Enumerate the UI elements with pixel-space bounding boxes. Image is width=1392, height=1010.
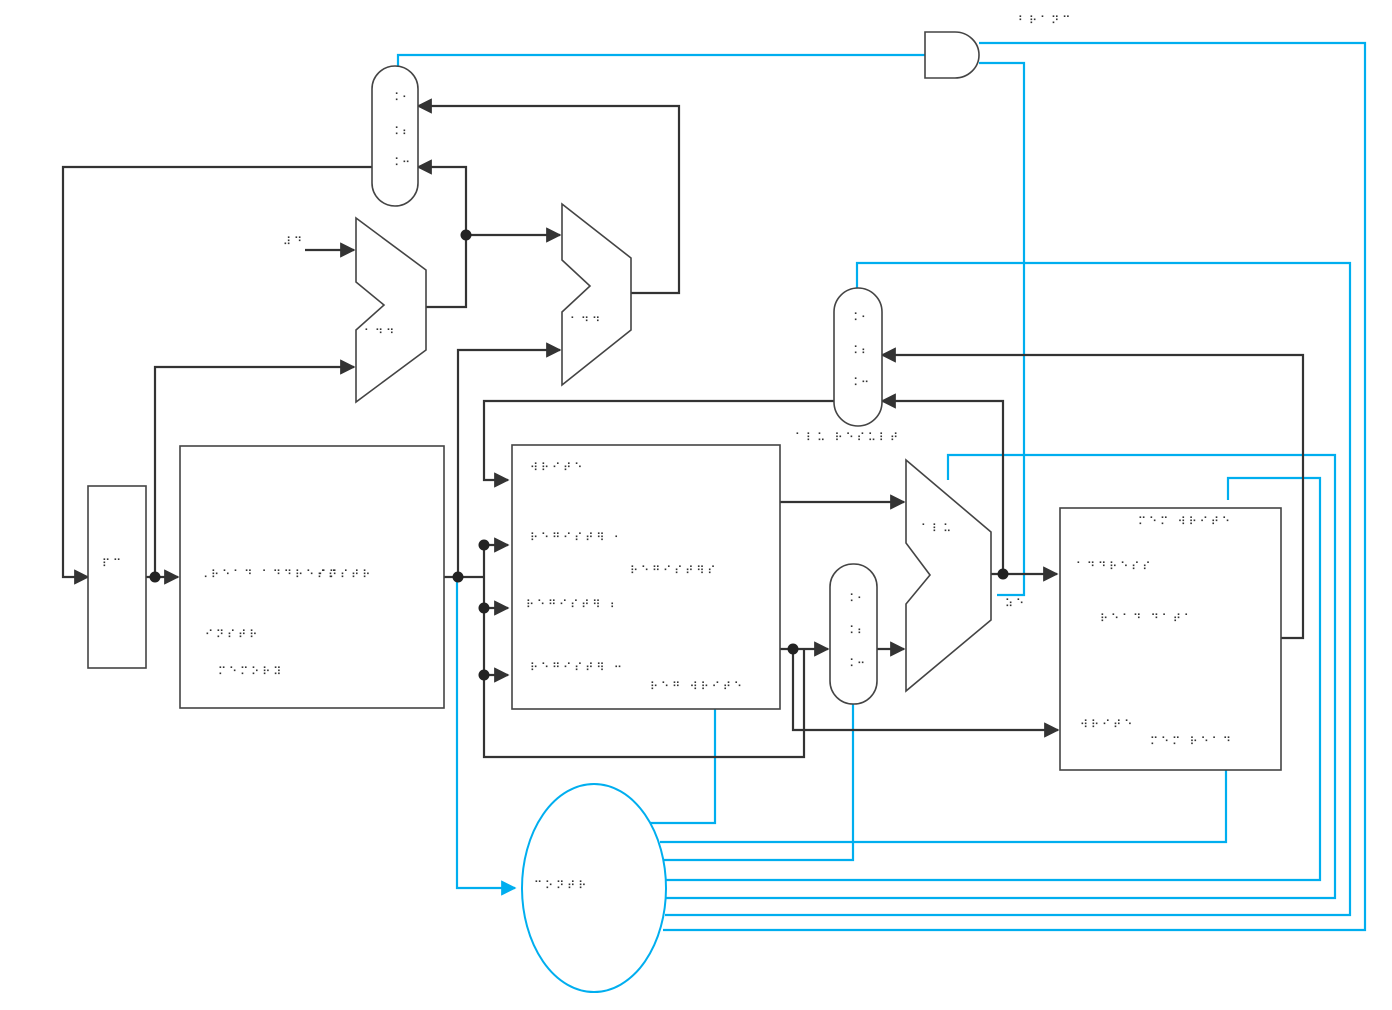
svg-text:⠨⠂: ⠨⠂: [850, 311, 872, 324]
svg-text:⠨⠂: ⠨⠂: [846, 592, 868, 605]
alu-label: ⠁⠇⠥: [921, 522, 954, 535]
control-wire-top-mux-select: [396, 53, 925, 67]
and-gate: ⠃⠗⠁⠝⠉: [924, 14, 1073, 79]
svg-text:⠗⠑⠛⠊⠎⠞⠻ ⠆: ⠗⠑⠛⠊⠎⠞⠻ ⠆: [526, 598, 621, 611]
control-wire-reg-write: [650, 709, 717, 825]
junction-dot: [452, 571, 464, 583]
junction-dot: [787, 643, 799, 655]
svg-text:⠗⠑⠛⠊⠎⠞⠻ ⠂: ⠗⠑⠛⠊⠎⠞⠻ ⠂: [530, 531, 625, 544]
svg-text:⠠⠗⠑⠁⠙ ⠁⠙⠙⠗⠑⠎⠎: ⠠⠗⠑⠁⠙ ⠁⠙⠙⠗⠑⠎⠎: [200, 568, 339, 581]
alu: ⠁⠇⠥ ⠵⠑: [905, 458, 1027, 693]
datapath-wires: [61, 98, 1305, 759]
pc-label: ⠏⠉: [102, 557, 124, 570]
svg-text:⠨⠆: ⠨⠆: [391, 125, 413, 138]
svg-text:⠍⠑⠍⠕⠗⠽: ⠍⠑⠍⠕⠗⠽: [218, 665, 284, 678]
control-wire-instr-to-control: [455, 577, 517, 896]
control-wire-mid-mux: [665, 261, 1352, 917]
data-memory: ⠍⠑⠍ ⠺⠗⠊⠞⠑ ⠁⠙⠙⠗⠑⠎⠎ ⠗⠑⠁⠙ ⠙⠁⠞⠁ ⠺⠗⠊⠞⠑ ⠍⠑⠍ ⠗⠑…: [1059, 507, 1282, 771]
wire-pc-to-adder: [153, 359, 356, 577]
svg-text:⠗⠑⠁⠙ ⠙⠁⠞⠁: ⠗⠑⠁⠙ ⠙⠁⠞⠁: [1100, 612, 1195, 625]
control-wire-and-to-rail: [663, 41, 1367, 932]
control-wires: [396, 41, 1367, 932]
const-four-label: ⠼⠙: [283, 235, 305, 248]
junction-dot: [478, 539, 490, 551]
wire-instr-to-adder2: [456, 342, 562, 577]
svg-text:⠁⠙⠙⠗⠑⠎⠎: ⠁⠙⠙⠗⠑⠎⠎: [1076, 560, 1153, 573]
control-unit: ⠉⠕⠝⠞⠗: [521, 783, 667, 993]
register-file: ⠺⠗⠊⠞⠑ ⠗⠑⠛⠊⠎⠞⠻ ⠂ ⠗⠑⠛⠊⠎⠞⠻⠎ ⠗⠑⠛⠊⠎⠞⠻ ⠆ ⠗⠑⠛⠊⠎…: [511, 444, 781, 710]
wire-mid-mux-to-rf-write: [482, 399, 834, 488]
svg-text:⠗⠑⠛⠊⠎⠞⠻ ⠒: ⠗⠑⠛⠊⠎⠞⠻ ⠒: [530, 661, 625, 674]
bot-mux: ⠨⠂ ⠨⠆ ⠨⠒: [829, 563, 878, 705]
svg-text:⠨⠆: ⠨⠆: [850, 344, 872, 357]
control-wire-dmem-mem-write: [666, 476, 1322, 882]
wire-data2-to-dmem: [791, 649, 1060, 738]
wire-dmem-to-mid-mux: [880, 347, 1305, 640]
junction-dots: [149, 229, 1009, 681]
control-wire-alu-op: [666, 453, 1337, 900]
junction-dot: [478, 669, 490, 681]
svg-text:⠨⠒: ⠨⠒: [391, 156, 413, 169]
adder-right: ⠁⠙⠙: [561, 202, 632, 387]
and-gate-label: ⠃⠗⠁⠝⠉: [1018, 14, 1073, 27]
control-label: ⠉⠕⠝⠞⠗: [534, 879, 589, 892]
adder-left-label: ⠁⠙⠙: [364, 327, 397, 340]
junction-dot: [478, 602, 490, 614]
control-wire-zero-to-and: [979, 61, 1026, 597]
control-wire-bot-mux: [664, 704, 855, 862]
top-mux: ⠨⠂ ⠨⠆ ⠨⠒: [371, 65, 419, 207]
svg-text:⠺⠗⠊⠞⠑: ⠺⠗⠊⠞⠑: [530, 461, 585, 474]
svg-text:⠊⠝⠎⠞⠗: ⠊⠝⠎⠞⠗: [205, 628, 260, 641]
svg-text:⠊⠝⠎⠞⠗: ⠊⠝⠎⠞⠗: [318, 568, 373, 581]
svg-text:⠗⠑⠛⠊⠎⠞⠻⠎: ⠗⠑⠛⠊⠎⠞⠻⠎: [630, 564, 718, 577]
svg-text:⠗⠑⠛ ⠺⠗⠊⠞⠑: ⠗⠑⠛ ⠺⠗⠊⠞⠑: [650, 680, 745, 693]
junction-dot: [460, 229, 472, 241]
pc-register: ⠏⠉: [87, 485, 147, 669]
svg-text:⠍⠑⠍ ⠗⠑⠁⠙: ⠍⠑⠍ ⠗⠑⠁⠙: [1150, 735, 1234, 748]
alu-result-label: ⠁⠇⠥ ⠗⠑⠎⠥⠇⠞: [795, 431, 901, 444]
svg-text:⠨⠒: ⠨⠒: [846, 657, 868, 670]
wire-adder-out: [426, 235, 468, 309]
mid-mux: ⠨⠂ ⠨⠆ ⠨⠒ ⠁⠇⠥ ⠗⠑⠎⠥⠇⠞: [795, 287, 901, 444]
junction-dot: [149, 571, 161, 583]
wire-top-mux-to-pc: [61, 165, 372, 585]
wire-pc4-to-top-mux: [416, 159, 468, 235]
svg-text:⠍⠑⠍ ⠺⠗⠊⠞⠑: ⠍⠑⠍ ⠺⠗⠊⠞⠑: [1138, 515, 1233, 528]
svg-text:⠨⠒: ⠨⠒: [850, 376, 872, 389]
adder-right-label: ⠁⠙⠙: [570, 315, 603, 328]
junction-dot: [997, 568, 1009, 580]
zero-label: ⠵⠑: [1005, 597, 1027, 610]
svg-text:⠺⠗⠊⠞⠑: ⠺⠗⠊⠞⠑: [1080, 718, 1135, 731]
wire-adder2-to-top-mux: [416, 98, 681, 295]
svg-text:⠨⠂: ⠨⠂: [391, 91, 413, 104]
adder-left: ⠁⠙⠙ ⠼⠙: [283, 216, 427, 404]
svg-text:⠨⠆: ⠨⠆: [846, 624, 868, 637]
wire-alu-to-mid-mux: [880, 393, 1005, 574]
instruction-memory: ⠠⠗⠑⠁⠙ ⠁⠙⠙⠗⠑⠎⠎ ⠊⠝⠎⠞⠗ ⠊⠝⠎⠞⠗ ⠍⠑⠍⠕⠗⠽: [179, 445, 445, 709]
control-wire-dmem-mem-read: [660, 770, 1228, 844]
wire-bus-vertical: [482, 545, 806, 759]
